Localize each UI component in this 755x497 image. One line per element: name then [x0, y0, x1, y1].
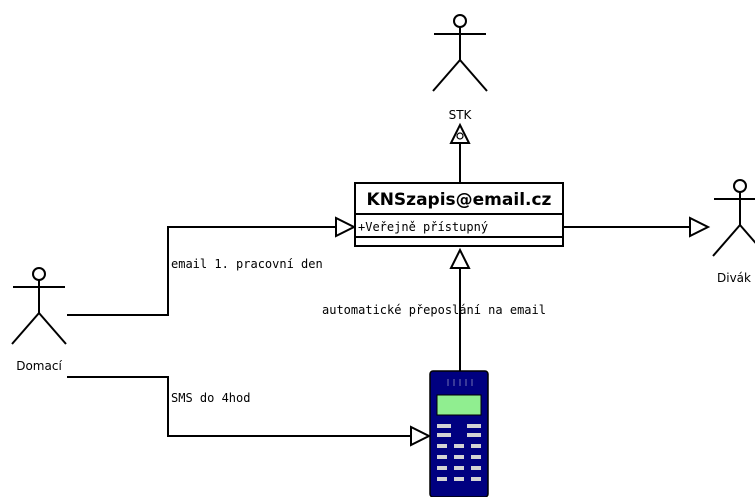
actor-domaci-leg-left — [11, 312, 40, 345]
edge-sms[interactable]: SMS do 4hod — [67, 376, 432, 447]
edge-stk-marker — [456, 132, 464, 140]
actor-domaci[interactable]: Domací — [11, 267, 67, 373]
actor-divak-leg-right — [739, 224, 755, 244]
actor-domaci-label: Domací — [16, 359, 62, 373]
edge-forward[interactable]: automatické přeposlání na email — [322, 247, 546, 371]
actor-divak-leg-left — [712, 224, 741, 257]
actor-divak-label: Divák — [717, 271, 751, 285]
edge-forward-arrowhead — [449, 247, 471, 269]
class-box-title: KNSzapis@email.cz — [367, 190, 552, 210]
edge-sms-line — [67, 376, 411, 437]
mobile-phone-icon[interactable] — [429, 370, 489, 497]
actor-stk[interactable]: STK — [432, 14, 488, 122]
actor-stk-leg-left — [432, 59, 461, 92]
actor-divak[interactable]: Divák — [712, 179, 755, 285]
edge-stk[interactable] — [449, 122, 471, 183]
class-box[interactable]: KNSzapis@email.cz +Veřejně přístupný — [354, 182, 564, 247]
edge-stk-arrowhead — [449, 122, 471, 144]
actor-domaci-leg-right — [38, 312, 67, 345]
edge-email[interactable]: email 1. pracovní den — [67, 216, 357, 316]
class-box-attribute: +Veřejně přístupný — [358, 220, 488, 234]
edge-sms-label: SMS do 4hod — [171, 391, 250, 405]
edge-forward-label: automatické přeposlání na email — [322, 303, 546, 317]
edge-divak-arrowhead — [689, 216, 711, 238]
actor-divak-head — [733, 179, 747, 193]
edge-email-label: email 1. pracovní den — [171, 257, 323, 271]
actor-stk-head — [453, 14, 467, 28]
actor-stk-leg-right — [459, 59, 488, 92]
actor-domaci-head — [32, 267, 46, 281]
edge-sms-arrowhead — [410, 425, 432, 447]
phone-keypad — [437, 424, 481, 481]
actor-stk-label: STK — [449, 108, 473, 122]
phone-screen — [436, 394, 482, 416]
edge-divak[interactable] — [563, 216, 711, 238]
edge-email-line — [67, 226, 336, 316]
edge-email-arrowhead — [335, 216, 357, 238]
